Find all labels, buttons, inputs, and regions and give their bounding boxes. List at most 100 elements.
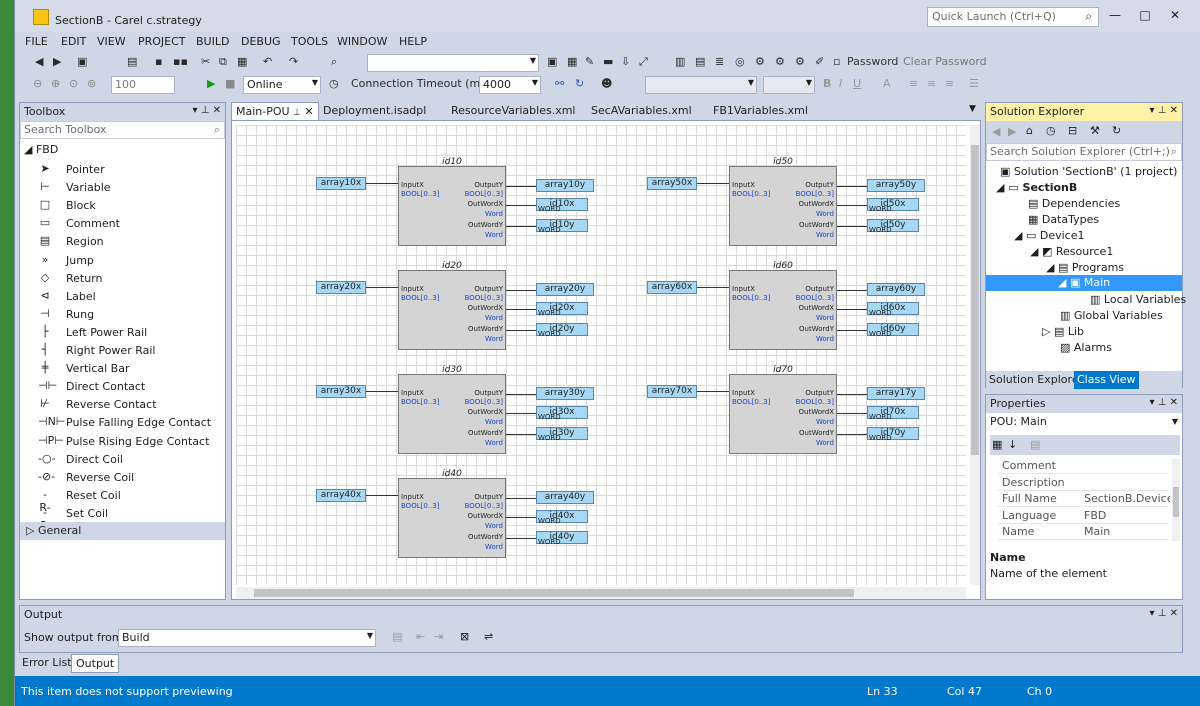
find-combo[interactable]: ▼ xyxy=(367,54,539,72)
output-variable[interactable]: id30y xyxy=(536,427,588,440)
tree-global-variables[interactable]: ▥ Global Variables xyxy=(1060,309,1163,322)
pin-icon[interactable]: ⊥ xyxy=(293,108,301,118)
input-variable[interactable]: array10x xyxy=(316,177,366,190)
target-icon[interactable]: ◎ xyxy=(735,55,745,68)
settings-icon[interactable]: ⚙ xyxy=(755,55,765,68)
back-icon[interactable]: ◀ xyxy=(35,55,44,68)
toolbox-item-pulse-rising-edge-contact[interactable]: ⊣P⊢Pulse Rising Edge Contact xyxy=(38,433,218,451)
align-center-icon[interactable]: ≡ xyxy=(927,77,937,90)
toolbox-item-direct-coil[interactable]: -○-Direct Coil xyxy=(38,451,218,469)
menu-file[interactable]: FILE xyxy=(25,35,48,48)
start-icon[interactable]: ▶ xyxy=(207,77,216,90)
word-wrap-icon[interactable]: ⇌ xyxy=(484,630,494,643)
tree-project[interactable]: ◢ ▭ SectionB xyxy=(996,181,1078,194)
toolbox-item-variable[interactable]: ⊢Variable xyxy=(38,179,218,197)
output-variable[interactable]: id10y xyxy=(536,219,588,232)
bullets-icon[interactable]: ☰ xyxy=(969,77,979,90)
output-variable[interactable]: array60y xyxy=(867,283,925,296)
sync-icon[interactable]: ◷ xyxy=(1046,124,1056,137)
output-variable[interactable]: id10x xyxy=(536,198,588,211)
tab-resource-variables[interactable]: ResourceVariables.xml xyxy=(451,104,576,117)
tab-main-pou[interactable]: Main-POU ⊥ ✕ xyxy=(231,102,319,120)
output-variable[interactable]: id30x xyxy=(536,406,588,419)
toolbox-item-direct-contact[interactable]: ⊣⊢Direct Contact xyxy=(38,378,218,396)
zoom-combo[interactable]: 100 xyxy=(111,76,175,94)
minimize-button[interactable]: — xyxy=(1109,8,1121,22)
clear-all-icon[interactable]: ⊠ xyxy=(460,630,470,643)
find-message-icon[interactable]: ▤ xyxy=(392,630,403,643)
output-variable[interactable]: array50y xyxy=(867,179,925,192)
tab-overflow-icon[interactable]: ▼ xyxy=(969,104,976,114)
property-pages-icon[interactable]: ▤ xyxy=(1030,438,1041,451)
input-variable[interactable]: array50x xyxy=(647,177,697,190)
clear-password-button[interactable]: Clear Password xyxy=(903,55,987,68)
output-variable[interactable]: id50x xyxy=(867,198,919,211)
fbd-canvas[interactable]: id10FB1array10xInputXBOOL[0..3]OutputYBO… xyxy=(236,125,966,585)
categorized-icon[interactable]: ▦ xyxy=(992,438,1003,451)
toolbox-item-pointer[interactable]: ➤Pointer xyxy=(38,161,218,179)
align-left-icon[interactable]: ≡ xyxy=(909,77,919,90)
settings-3-icon[interactable]: ⚙ xyxy=(795,55,805,68)
paste-icon[interactable]: ▦ xyxy=(237,55,248,68)
output-variable[interactable]: id50y xyxy=(867,219,919,232)
toolbox-pin-icon[interactable]: ▾ ⊥ ✕ xyxy=(192,105,221,116)
horizontal-scrollbar-thumb[interactable] xyxy=(254,589,854,597)
zoom-reset-icon[interactable]: ⊚ xyxy=(87,77,97,90)
combo-disabled-1[interactable]: ▼ xyxy=(645,76,757,94)
toolbox-item-left-power-rail[interactable]: ├Left Power Rail xyxy=(38,324,218,342)
output-variable[interactable]: id40x xyxy=(536,510,588,523)
solution-search-input[interactable]: Search Solution Explorer (Ctrl+;) ⌕ xyxy=(986,143,1182,161)
collapse-icon[interactable]: ⊟ xyxy=(1068,124,1078,137)
tab-error-list[interactable]: Error List xyxy=(19,654,75,671)
tree-datatypes[interactable]: ▦ DataTypes xyxy=(1028,213,1099,226)
list-icon[interactable]: ≣ xyxy=(715,55,725,68)
horizontal-scrollbar[interactable] xyxy=(236,587,966,599)
align-right-icon[interactable]: ≡ xyxy=(945,77,955,90)
input-variable[interactable]: array70x xyxy=(647,385,697,398)
connect-icon[interactable]: ⚯ xyxy=(555,77,565,90)
tree-alarms[interactable]: ▨ Alarms xyxy=(1060,341,1112,354)
output-variable[interactable]: array20y xyxy=(536,283,594,296)
tree-main[interactable]: ◢ ▣ Main xyxy=(986,275,1182,291)
output-variable[interactable]: id40y xyxy=(536,531,588,544)
tree-device1[interactable]: ◢ ▭ Device1 xyxy=(1014,229,1085,242)
output-controls[interactable]: ▾ ⊥ ✕ xyxy=(1149,608,1178,619)
tab-class-view[interactable]: Class View xyxy=(1074,371,1139,389)
forward-icon[interactable]: ▶ xyxy=(53,55,62,68)
wrench-icon[interactable]: ✎ xyxy=(585,55,595,68)
toolbox-item-reverse-contact[interactable]: ⊬Reverse Contact xyxy=(38,396,218,414)
forward-icon[interactable]: ▶ xyxy=(1008,125,1017,138)
toolbox-item-set-coil[interactable]: -S-Set Coil xyxy=(38,505,218,532)
toolbox-search-input[interactable]: Search Toolbox ⌕ xyxy=(20,121,225,139)
user-icon[interactable]: ☻ xyxy=(601,77,613,90)
bold-icon[interactable]: B xyxy=(823,77,832,90)
italic-icon[interactable]: I xyxy=(839,77,843,90)
property-row[interactable]: Description xyxy=(998,474,1168,491)
tab-deployment[interactable]: Deployment.isadpl xyxy=(323,104,427,117)
output-variable[interactable]: id70x xyxy=(867,406,919,419)
download-icon[interactable]: ⇩ xyxy=(621,55,631,68)
vertical-scrollbar[interactable] xyxy=(970,125,980,585)
tab-fb1-variables[interactable]: FB1Variables.xml xyxy=(713,104,808,117)
menu-view[interactable]: VIEW xyxy=(97,35,126,48)
close-button[interactable]: ✕ xyxy=(1169,8,1181,22)
pen-icon[interactable]: ✐ xyxy=(815,55,825,68)
toolbox-item-pulse-falling-edge-contact[interactable]: ⊣N⊢Pulse Falling Edge Contact xyxy=(38,414,218,432)
tree-solution[interactable]: ▣ Solution 'SectionB' (1 project) xyxy=(1000,165,1177,178)
cut-icon[interactable]: ✂ xyxy=(201,55,211,68)
menu-build[interactable]: BUILD xyxy=(196,35,230,48)
input-variable[interactable]: array20x xyxy=(316,281,366,294)
lock-icon[interactable]: ▫ xyxy=(833,55,841,68)
table-icon[interactable]: ▤ xyxy=(695,55,706,68)
password-button[interactable]: Password xyxy=(847,55,899,68)
mode-combo[interactable]: Online▼ xyxy=(243,76,321,94)
input-variable[interactable]: array30x xyxy=(316,385,366,398)
zoom-fit-icon[interactable]: ⊙ xyxy=(69,77,79,90)
connection-timeout-combo[interactable]: 4000▼ xyxy=(479,76,541,94)
refresh-icon[interactable]: ↻ xyxy=(1112,124,1122,137)
tree-lib[interactable]: ▷ ▤ Lib xyxy=(1042,325,1085,338)
tab-output[interactable]: Output xyxy=(71,654,120,673)
